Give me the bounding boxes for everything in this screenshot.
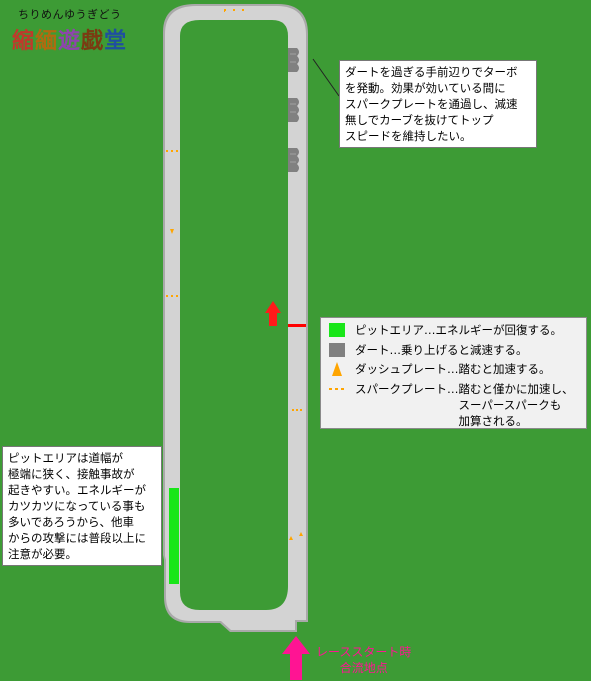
legend-item-pit: ピットエリア…エネルギーが回復する。 bbox=[327, 322, 562, 338]
logo-char: 遊 bbox=[58, 29, 82, 54]
pit-area bbox=[169, 488, 179, 584]
spark-plate-icon bbox=[327, 381, 347, 397]
spark-plate bbox=[166, 9, 302, 411]
dirt-swatch-icon bbox=[327, 342, 347, 358]
merge-arrow-icon bbox=[282, 636, 310, 680]
legend-item-dirt: ダート…乗り上げると減速する。 bbox=[327, 342, 528, 358]
note-connector bbox=[312, 58, 340, 97]
dirt-zone-ridges bbox=[290, 53, 296, 163]
start-line bbox=[288, 324, 306, 327]
legend-label-spark: スパークプレート…踏むと僅かに加速し、 スーパースパークも 加算される。 bbox=[355, 382, 574, 428]
tip-note-pit: ピットエリアは道幅が 極端に狭く、接触事故が 起きやすい。エネルギーが カツカツ… bbox=[2, 446, 162, 566]
logo-char: 緬 bbox=[35, 29, 59, 54]
logo-kana: ちりめんゆうぎどう bbox=[18, 8, 122, 21]
legend-label-pit: ピットエリア…エネルギーが回復する。 bbox=[355, 323, 562, 337]
start-merge-label: レーススタート時 合流地点 bbox=[316, 645, 412, 675]
dash-plate bbox=[170, 229, 303, 540]
legend-item-dash: ダッシュプレート…踏むと加速する。 bbox=[327, 361, 551, 377]
dash-plate-icon bbox=[327, 361, 347, 377]
dirt-zone bbox=[288, 48, 299, 172]
direction-arrow-icon bbox=[265, 301, 281, 326]
track-infield bbox=[180, 20, 288, 610]
pit-swatch-icon bbox=[327, 322, 347, 338]
logo-char: 堂 bbox=[104, 29, 128, 54]
legend-label-dirt: ダート…乗り上げると減速する。 bbox=[355, 343, 528, 357]
tip-note-dirt: ダートを過ぎる手前辺りでターボ を発動。効果が効いている間に スパークプレートを… bbox=[339, 60, 537, 148]
logo-char: 縮 bbox=[12, 29, 36, 54]
logo-char: 戯 bbox=[81, 29, 105, 54]
legend-label-dash: ダッシュプレート…踏むと加速する。 bbox=[355, 362, 551, 376]
legend: ピットエリア…エネルギーが回復する。 ダート…乗り上げると減速する。 ダッシュプ… bbox=[320, 317, 587, 429]
logo-name: 縮緬遊戯堂 bbox=[12, 23, 127, 55]
legend-item-spark: スパークプレート…踏むと僅かに加速し、 スーパースパークも 加算される。 bbox=[327, 381, 574, 429]
logo: ちりめんゆうぎどう 縮緬遊戯堂 bbox=[12, 6, 127, 55]
